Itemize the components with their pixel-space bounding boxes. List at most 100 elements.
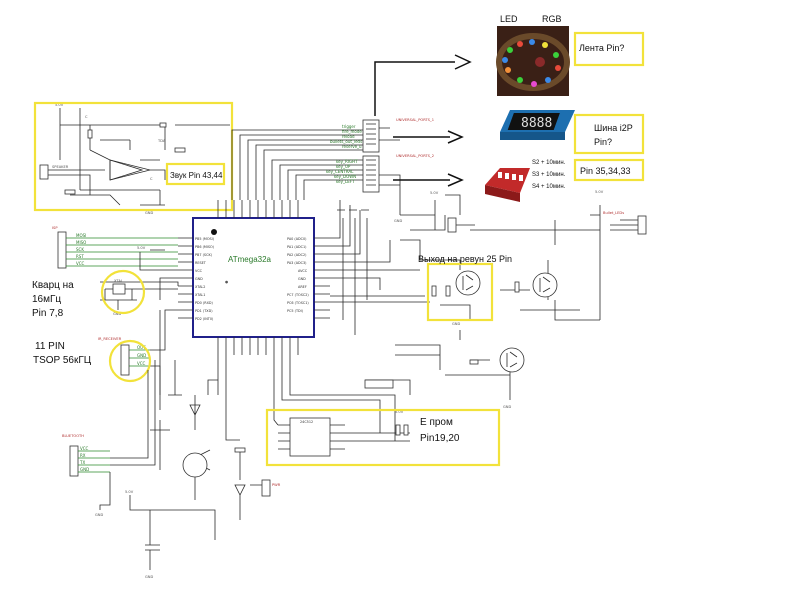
svg-text:MISO: MISO bbox=[76, 240, 86, 245]
sound-pin-label: Звук Pin 43,44 bbox=[170, 171, 223, 180]
i2c-bus-box bbox=[573, 113, 645, 155]
capacitor bbox=[64, 189, 76, 195]
eeprom-label-2: Pin19,20 bbox=[420, 433, 460, 444]
svg-text:GND: GND bbox=[137, 353, 146, 358]
tsop-receiver: OUT GND VCC IR_RECEIVER bbox=[98, 309, 178, 395]
svg-text:PA0 (ADC0): PA0 (ADC0) bbox=[287, 237, 307, 241]
svg-text:VCC: VCC bbox=[76, 261, 85, 266]
svg-text:trigger: trigger bbox=[342, 124, 356, 129]
svg-text:TDA: TDA bbox=[157, 139, 166, 143]
switch-s4: S4 + 10мин. bbox=[532, 184, 566, 190]
svg-text:SCK: SCK bbox=[76, 247, 84, 252]
svg-text:UNIVERSAL_PORTS_2: UNIVERSAL_PORTS_2 bbox=[396, 154, 434, 158]
top-bus-wiring bbox=[231, 129, 370, 255]
svg-text:GND: GND bbox=[95, 513, 103, 517]
svg-text:●: ● bbox=[225, 280, 228, 284]
isp-connector: MOSI MISO SCK RST VCC ISP bbox=[52, 226, 178, 269]
right-wiring bbox=[330, 194, 640, 400]
mosfet-bottom bbox=[469, 347, 525, 373]
opamp-symbol bbox=[109, 159, 144, 181]
mcu-name: ATmega32a bbox=[228, 255, 272, 264]
bullet-leds-connector: Bullet_LEDs bbox=[603, 211, 647, 235]
svg-text:XTAL: XTAL bbox=[114, 279, 123, 283]
svg-text:GND: GND bbox=[195, 277, 203, 281]
svg-text:BLUETOOTH: BLUETOOTH bbox=[62, 434, 84, 438]
sound-highlight-box bbox=[33, 101, 234, 212]
tsop-highlight-circle bbox=[108, 339, 152, 383]
svg-text:bullets_out_leds: bullets_out_leds bbox=[330, 139, 362, 144]
svg-text:PD2 (INT0): PD2 (INT0) bbox=[195, 317, 214, 321]
svg-text:5.0V: 5.0V bbox=[125, 490, 134, 494]
svg-text:reserve_u: reserve_u bbox=[342, 144, 362, 149]
mcu-left-pins: PB5 (MOSI) PB6 (MISO) PB7 (SCK) RESET VC… bbox=[178, 237, 215, 321]
mcu-top-pins bbox=[217, 200, 299, 218]
svg-text:SPEAKER: SPEAKER bbox=[52, 165, 69, 169]
svg-text:XTAL2: XTAL2 bbox=[195, 285, 205, 289]
svg-text:AVCC: AVCC bbox=[298, 269, 308, 273]
reset-circuit bbox=[139, 249, 178, 300]
gnd-label-siren: GND bbox=[452, 322, 460, 326]
svg-text:XTAL1: XTAL1 bbox=[195, 293, 205, 297]
universal-ports-2-connector: UNIVERSAL_PORTS_2 GND bbox=[362, 154, 434, 223]
resistor bbox=[174, 147, 186, 153]
svg-text:Bullet_LEDs: Bullet_LEDs bbox=[603, 211, 624, 215]
trigger-connector bbox=[447, 217, 457, 233]
strip-pin-box bbox=[573, 31, 645, 67]
svg-text:ISP: ISP bbox=[52, 226, 58, 230]
bottom-header-connector bbox=[364, 379, 394, 389]
led-label: LED bbox=[500, 14, 518, 24]
svg-text:RESET: RESET bbox=[195, 261, 207, 265]
tsop-label-2: TSOP 56кГЦ bbox=[33, 355, 92, 366]
vcc-label-right: 5.0V bbox=[430, 191, 439, 195]
svg-text:PA2 (ADC2): PA2 (ADC2) bbox=[287, 253, 307, 257]
svg-text:C: C bbox=[150, 177, 153, 181]
arrow-to-display bbox=[393, 130, 464, 144]
svg-text:UNIVERSAL_PORTS_1: UNIVERSAL_PORTS_1 bbox=[396, 118, 434, 122]
svg-text:key_CENTRAL: key_CENTRAL bbox=[326, 169, 354, 174]
vcc-label-isp: 5.0V bbox=[137, 246, 146, 250]
crystal-label-3: Pin 7,8 bbox=[32, 308, 64, 319]
svg-text:PC7 (TOSC2): PC7 (TOSC2) bbox=[287, 293, 309, 297]
switches-pin-label: Pin 35,34,33 bbox=[580, 166, 631, 176]
svg-text:PC6 (TOSC1): PC6 (TOSC1) bbox=[287, 301, 309, 305]
siren-highlight-box bbox=[426, 262, 494, 322]
vcc-label-far-right: 5.0V bbox=[595, 190, 604, 194]
svg-text:OUT: OUT bbox=[137, 345, 146, 350]
switch-s3: S3 + 10мин. bbox=[532, 172, 566, 178]
svg-text:24C512: 24C512 bbox=[300, 420, 313, 424]
svg-text:PD1 (TXD): PD1 (TXD) bbox=[195, 309, 213, 313]
svg-text:C: C bbox=[85, 115, 88, 119]
tsop-gnd-wiring bbox=[159, 310, 182, 410]
mcu-right-pins: PA0 (ADC0) PA1 (ADC1) PA2 (ADC2) PA3 (AD… bbox=[287, 237, 330, 319]
seven-segment-display-image: 8888 bbox=[500, 110, 575, 140]
gnd-label-bottom: GND bbox=[503, 405, 511, 409]
audio-amplifier-section: 5.0V C C TDA GND SPEAKER bbox=[39, 103, 230, 215]
power-connector bbox=[261, 479, 271, 497]
svg-text:key_RIGHT: key_RIGHT bbox=[336, 159, 358, 164]
svg-text:GND: GND bbox=[80, 467, 89, 472]
svg-text:PB6 (MISO): PB6 (MISO) bbox=[195, 245, 215, 249]
svg-text:TX: TX bbox=[79, 460, 85, 465]
siren-output-label: Выход на ревун 25 Pin bbox=[418, 254, 512, 264]
mosfet-right bbox=[514, 272, 558, 298]
svg-text:RX: RX bbox=[80, 453, 86, 458]
svg-text:5.0V: 5.0V bbox=[55, 103, 64, 107]
svg-text:key_LEFT: key_LEFT bbox=[336, 179, 355, 184]
eeprom-highlight-box bbox=[265, 408, 501, 467]
resistor bbox=[159, 122, 167, 128]
capacitor bbox=[87, 129, 93, 139]
svg-text:PWR: PWR bbox=[272, 483, 281, 487]
svg-text:GND: GND bbox=[394, 219, 402, 223]
arrow-to-switches bbox=[393, 173, 464, 187]
svg-text:VCC: VCC bbox=[137, 361, 146, 366]
speaker-connector bbox=[39, 164, 49, 180]
i2c-bus-label-2: Pin? bbox=[594, 137, 612, 147]
crystal-label-2: 16мГц bbox=[32, 294, 61, 305]
svg-text:GND: GND bbox=[145, 211, 153, 215]
svg-text:8888: 8888 bbox=[521, 116, 552, 131]
svg-text:RST: RST bbox=[76, 254, 84, 259]
svg-text:PA1 (ADC1): PA1 (ADC1) bbox=[287, 245, 307, 249]
dip-switch-image bbox=[485, 168, 530, 202]
eeprom-chip: 24C512 5.0V bbox=[273, 355, 410, 457]
sound-label-box bbox=[165, 162, 226, 186]
